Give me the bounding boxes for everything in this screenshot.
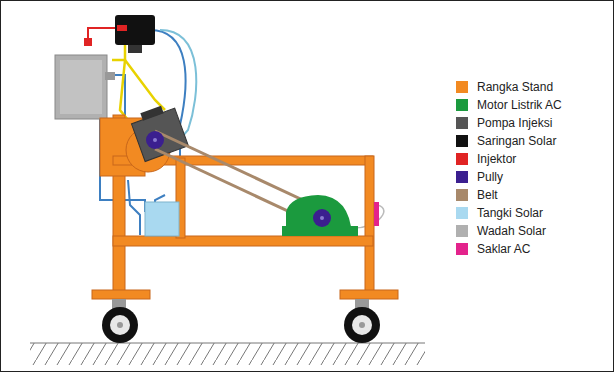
legend-label: Saklar AC [477, 242, 530, 256]
legend-label: Saringan Solar [477, 134, 556, 148]
legend-entry: Injektor [456, 150, 562, 168]
legend-swatch [456, 99, 468, 111]
legend-swatch [456, 135, 468, 147]
legend-entry: Belt [456, 186, 562, 204]
legend-entry: Tangki Solar [456, 204, 562, 222]
legend-label: Injektor [477, 152, 516, 166]
legend-swatch [456, 243, 468, 255]
legend-swatch [456, 189, 468, 201]
legend-swatch [456, 81, 468, 93]
legend-entry: Pompa Injeksi [456, 114, 562, 132]
legend-label: Belt [477, 188, 498, 202]
legend-label: Pompa Injeksi [477, 116, 552, 130]
legend-entry: Saklar AC [456, 240, 562, 258]
legend-entry: Wadah Solar [456, 222, 562, 240]
legend-swatch [456, 207, 468, 219]
legend-swatch [456, 225, 468, 237]
legend-label: Tangki Solar [477, 206, 543, 220]
legend-label: Motor Listrik AC [477, 98, 562, 112]
legend-entry: Saringan Solar [456, 132, 562, 150]
legend-entry: Rangka Stand [456, 78, 562, 96]
legend-label: Wadah Solar [477, 224, 546, 238]
legend-entry: Motor Listrik AC [456, 96, 562, 114]
legend-swatch [456, 153, 468, 165]
legend-swatch [456, 171, 468, 183]
legend: Rangka StandMotor Listrik AC Pompa Injeks… [456, 78, 562, 258]
legend-swatch [456, 117, 468, 129]
legend-label: Rangka Stand [477, 80, 553, 94]
legend-label: Pully [477, 170, 503, 184]
legend-entry: Pully [456, 168, 562, 186]
